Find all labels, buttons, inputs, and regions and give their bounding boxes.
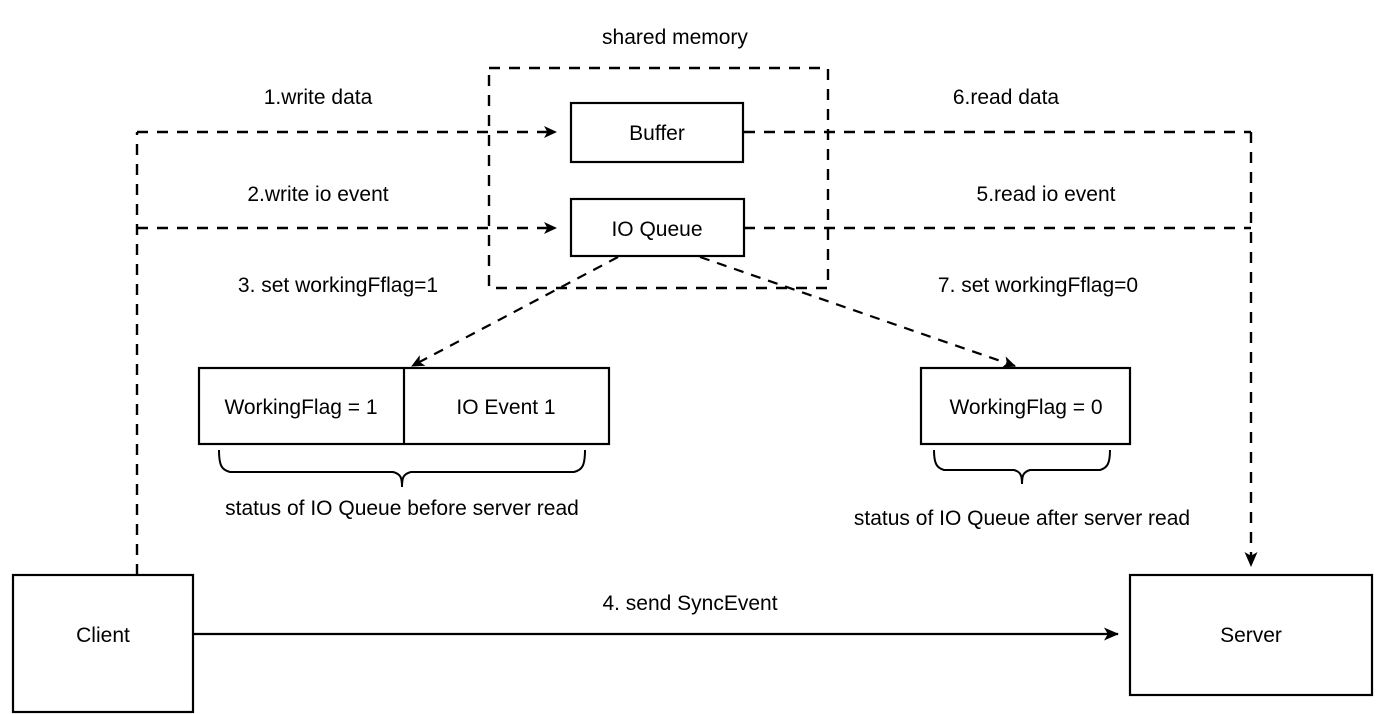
step-4-label: 4. send SyncEvent xyxy=(602,592,777,615)
before-status-caption: status of IO Queue before server read xyxy=(225,497,579,520)
client-label: Client xyxy=(76,624,130,647)
step-2-label: 2.write io event xyxy=(247,183,388,206)
io-queue-to-before-status-arrow xyxy=(411,256,619,367)
shared-memory-container xyxy=(487,66,830,290)
shared-memory-title: shared memory xyxy=(602,26,748,49)
after-status-caption: status of IO Queue after server read xyxy=(854,507,1190,530)
io-queue-box[interactable] xyxy=(569,197,746,258)
io-event-1-label: IO Event 1 xyxy=(456,396,555,419)
working-flag-0-label: WorkingFlag = 0 xyxy=(949,396,1102,419)
buffer-box[interactable] xyxy=(569,101,745,164)
io-queue-label: IO Queue xyxy=(611,218,702,241)
step-1-label: 1.write data xyxy=(264,86,373,109)
server-label: Server xyxy=(1220,624,1282,647)
step-5-label: 5.read io event xyxy=(977,183,1116,206)
client-box[interactable] xyxy=(11,573,195,714)
after-status-box[interactable] xyxy=(919,366,1132,446)
after-status-brace xyxy=(933,449,1111,485)
before-status-brace xyxy=(218,449,586,488)
step-7-label: 7. set workingFflag=0 xyxy=(938,274,1138,297)
server-box[interactable] xyxy=(1128,573,1374,697)
step-3-label: 3. set workingFflag=1 xyxy=(238,274,438,297)
working-flag-1-label: WorkingFlag = 1 xyxy=(224,396,377,419)
io-queue-to-after-status-arrow xyxy=(699,255,1016,368)
buffer-label: Buffer xyxy=(629,122,685,145)
step-6-label: 6.read data xyxy=(953,86,1060,109)
